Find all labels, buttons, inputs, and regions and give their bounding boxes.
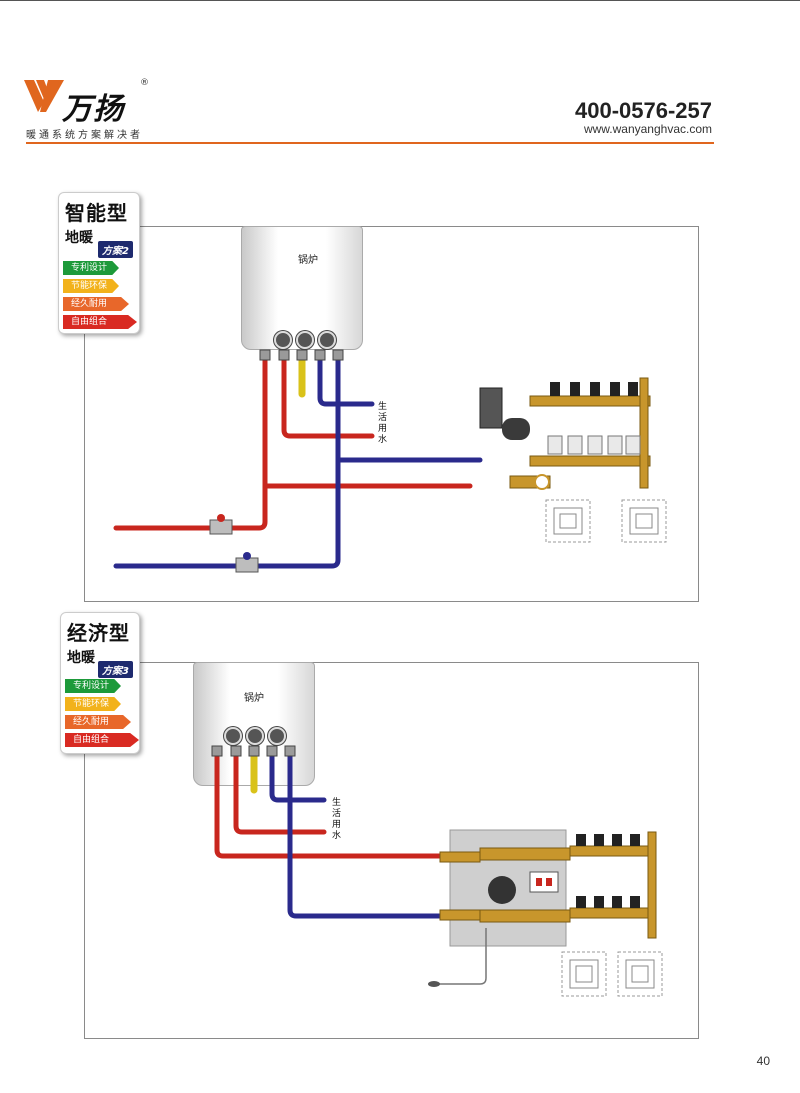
section1-title: 智能型 <box>65 201 128 225</box>
section2-title: 经济型 <box>67 621 130 645</box>
section1-boiler-dial-icon <box>274 331 292 349</box>
section1-tag-combo: 自由组合 <box>63 315 137 329</box>
section1-manifold-assembly <box>479 377 667 543</box>
section2-boiler-dial-icon <box>268 727 286 745</box>
section1-boiler-dial-icon <box>318 331 336 349</box>
section1-boiler-dial-icon <box>296 331 314 349</box>
wanyang-logo-icon <box>24 80 64 112</box>
section2-domestic-water-label: 生活用水 <box>332 798 342 841</box>
section1-boiler: 锅炉 <box>241 226 363 350</box>
brand-tagline: 暖通系统方案解决者 <box>26 130 143 141</box>
page-number: 40 <box>756 1054 770 1068</box>
section1-tag-durable: 经久耐用 <box>63 297 129 311</box>
top-border <box>0 0 800 1</box>
section1-diagram-frame <box>84 226 699 602</box>
section2-tag-durable: 经久耐用 <box>65 715 131 729</box>
section2-mixing-station <box>428 829 663 997</box>
section1-tag-eco: 节能环保 <box>63 279 119 293</box>
phone-number: 400-0576-257 <box>574 98 712 123</box>
section1-boiler-label: 锅炉 <box>298 255 318 266</box>
registered-mark: ® <box>140 78 149 88</box>
section1-pipe-diagram <box>113 349 483 573</box>
section2-boiler-label: 锅炉 <box>244 693 264 704</box>
section1-badge: 智能型 地暖 方案2 专利设计 节能环保 经久耐用 自由组合 <box>58 192 140 334</box>
website-url[interactable]: www.wanyanghvac.com <box>583 122 712 136</box>
section2-boiler-dial-icon <box>224 727 242 745</box>
section2-tag-patent: 专利设计 <box>65 679 121 693</box>
section1-tag-patent: 专利设计 <box>63 261 119 275</box>
section2-boiler-dial-icon <box>246 727 264 745</box>
section2-tag-eco: 节能环保 <box>65 697 121 711</box>
brand-name: 万扬 <box>62 92 124 127</box>
section2-subtitle: 地暖 <box>67 650 95 666</box>
header-divider <box>26 142 714 144</box>
section2-plan-label: 方案3 <box>98 661 133 678</box>
section2-pipe-diagram <box>211 745 443 919</box>
section1-domestic-water-label: 生活用水 <box>378 402 388 445</box>
section1-subtitle: 地暖 <box>65 230 93 246</box>
section2-tag-combo: 自由组合 <box>65 733 139 747</box>
section2-badge: 经济型 地暖 方案3 专利设计 节能环保 经久耐用 自由组合 <box>60 612 140 754</box>
section1-plan-label: 方案2 <box>98 241 133 258</box>
